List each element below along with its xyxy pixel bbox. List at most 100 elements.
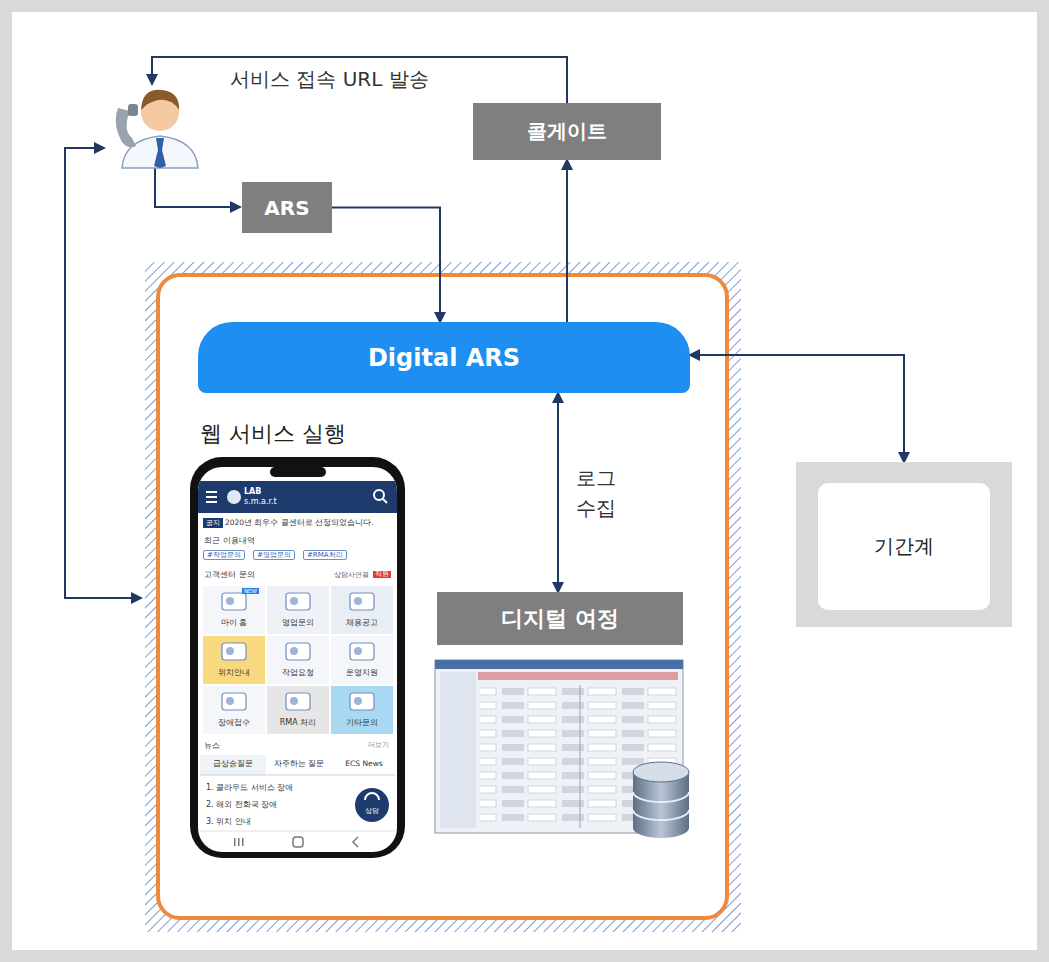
flow-label: 서비스 접속 URL 발송 <box>230 68 429 91</box>
screen-text: LAB <box>244 487 261 496</box>
screen-text: ECS News <box>332 760 396 769</box>
menu-icon <box>350 693 374 710</box>
screen-text: RMA 처리 <box>266 718 330 727</box>
menu-cell <box>331 686 393 734</box>
menu-icon <box>206 496 217 498</box>
menu-icon <box>354 697 362 705</box>
system-box: 디지털 여정 <box>437 592 683 645</box>
platform-band: Digital ARS <box>198 322 690 393</box>
nav-icon <box>353 837 358 847</box>
menu-icon <box>286 693 310 710</box>
nav-icon <box>234 838 236 846</box>
database-icon <box>633 762 689 838</box>
menu-cell <box>331 586 393 634</box>
menu-icon <box>226 597 234 605</box>
system-box: 콜게이트 <box>473 103 661 160</box>
host-inner-box: 기간계 <box>818 483 990 610</box>
screen-text: #영업문의 <box>253 550 295 560</box>
node-text: 콜게이트 <box>527 118 607 145</box>
screen-text: 2. 해외 전화국 장애 <box>206 800 277 809</box>
screen-text: 운영지원 <box>330 668 394 677</box>
connector <box>690 355 904 462</box>
screen-text: 장애접수 <box>202 718 266 727</box>
menu-icon <box>222 593 246 610</box>
nav-icon <box>242 838 244 846</box>
menu-icon <box>286 593 310 610</box>
node-text: Digital ARS <box>368 344 520 372</box>
menu-icon <box>290 597 298 605</box>
screen-text: 채용공고 <box>330 618 394 627</box>
connector <box>566 160 568 322</box>
tab-selected <box>200 755 266 775</box>
menu-cell <box>203 636 265 684</box>
chat-button <box>355 788 389 822</box>
screen-text: 3. 위치 안내 <box>206 817 251 826</box>
screen-text: #작업문의 <box>203 550 245 560</box>
hatched-region <box>145 262 741 932</box>
connector <box>332 208 440 323</box>
tab-line <box>200 775 395 776</box>
screen-text: 작업요청 <box>266 668 330 677</box>
menu-icon <box>206 491 217 493</box>
screen-text: 기타문의 <box>330 718 394 727</box>
screen-text: 1. 클라우드 서비스 장애 <box>206 783 293 792</box>
nav-line <box>200 831 395 832</box>
node-text: 웹 서비스 실행 <box>200 419 346 449</box>
screen-text: 최근 이용내역 <box>204 536 255 545</box>
menu-icon <box>354 647 362 655</box>
menu-icon <box>350 643 374 660</box>
menu-cell <box>267 586 329 634</box>
menu-icon <box>226 697 234 705</box>
screen-text: NEW <box>242 588 259 594</box>
page-frame <box>6 6 1043 956</box>
screen-text: 뉴스 <box>204 741 220 750</box>
screen-text: 공지 <box>203 518 223 528</box>
node-text: 디지털 여정 <box>501 604 619 634</box>
edge-label: 로그 수집 <box>576 463 624 523</box>
menu-icon <box>290 697 298 705</box>
screen-text: 직원 <box>373 571 391 578</box>
menu-icon <box>222 693 246 710</box>
menu-icon <box>286 643 310 660</box>
screen-text: 급상승질문 <box>200 760 266 769</box>
search-icon <box>374 490 384 500</box>
nav-icon <box>238 838 240 846</box>
screen-text: 상담 <box>355 807 389 815</box>
screen-text: 상담사연결 <box>334 572 369 579</box>
menu-cell <box>267 636 329 684</box>
nav-icon <box>293 837 303 847</box>
menu-icon <box>222 643 246 660</box>
headset-icon <box>365 793 379 800</box>
screen-text: 고객센터 문의 <box>204 570 255 579</box>
search-icon <box>383 499 387 503</box>
screen-text: 자주하는 질문 <box>266 760 332 769</box>
menu-icon <box>354 597 362 605</box>
screen-text: s.m.a.r.t <box>244 497 277 506</box>
screen-text: 마이 홈 <box>202 618 266 627</box>
screen-text: 위치안내 <box>202 668 266 677</box>
system-box: ARS <box>242 182 332 233</box>
connector <box>557 393 559 592</box>
menu-icon <box>350 593 374 610</box>
app-header <box>198 481 397 513</box>
logo-icon <box>227 490 241 504</box>
phone-device: 웹 서비스 실행LABs.m.a.r.t공지2020년 최우수 콜센터로 선정되… <box>190 457 405 858</box>
screen-text: 2020년 최우수 콜센터로 선정되었습니다. <box>225 519 374 528</box>
person-icon <box>116 90 198 168</box>
node-text: 기간계 <box>874 533 934 560</box>
legacy-system: 기간계 <box>796 462 1012 627</box>
phone-notch <box>270 467 326 477</box>
menu-icon <box>206 501 217 503</box>
menu-cell <box>203 586 265 634</box>
screen-text: #RMA처리 <box>303 550 347 560</box>
menu-cell <box>267 686 329 734</box>
menu-cell <box>203 686 265 734</box>
screen-text: 영업문의 <box>266 618 330 627</box>
service-frame <box>158 275 727 918</box>
screen-text: 더보기 <box>368 742 389 749</box>
node-text: ARS <box>264 196 309 220</box>
phone-screen: LABs.m.a.r.t 공지2020년 최우수 콜센터로 선정되었습니다. 최근 … <box>198 467 397 852</box>
menu-cell <box>331 636 393 684</box>
menu-icon <box>226 647 234 655</box>
menu-icon <box>290 647 298 655</box>
